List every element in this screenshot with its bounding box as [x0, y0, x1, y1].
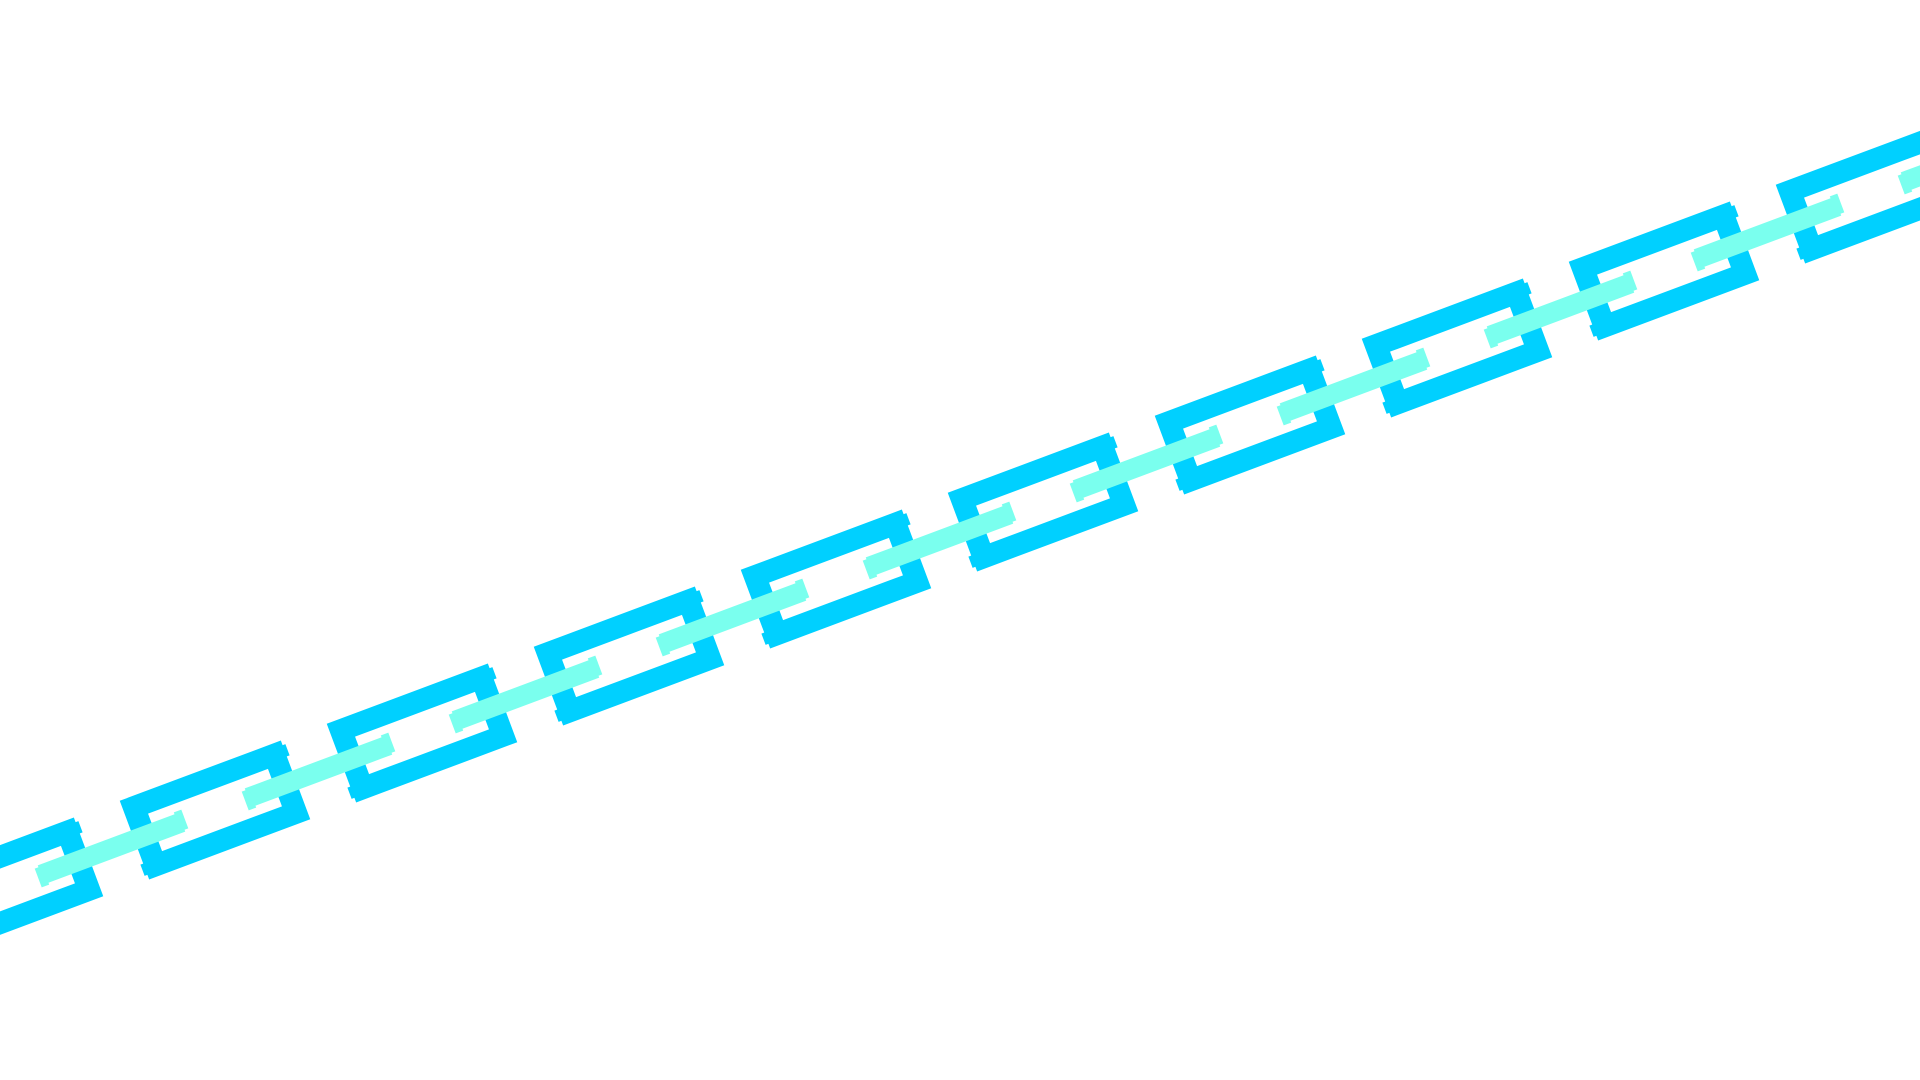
- chain-connector: [448, 655, 603, 734]
- chain-link-notch: [1725, 205, 1739, 220]
- chain-connector-cap: [1690, 249, 1706, 272]
- chain-connector: [1690, 193, 1845, 272]
- chain-connector-cap: [1415, 347, 1431, 370]
- chain-connector-cap: [655, 634, 671, 657]
- chain-connector: [1069, 424, 1224, 503]
- chain-connector-bar: [865, 504, 1014, 577]
- chain-connector-cap: [1897, 172, 1913, 195]
- chain-connector-cap: [241, 788, 257, 811]
- chain-link-notch: [1382, 399, 1396, 414]
- chain-link-notch: [140, 861, 154, 876]
- chain-connector-bar: [244, 735, 393, 808]
- chain-link-notch: [347, 784, 361, 799]
- chain-connector-cap: [587, 655, 603, 678]
- chain-link-notch: [483, 667, 497, 682]
- chain-connector: [862, 501, 1017, 580]
- chain-connector-cap: [1001, 501, 1017, 524]
- chain-link-notch: [1311, 359, 1325, 374]
- chain-link-notch: [1104, 436, 1118, 451]
- chain-connector: [1897, 119, 1920, 195]
- chain-connector-cap: [1622, 270, 1638, 293]
- chain-connector-cap: [862, 557, 878, 580]
- chain-connector-cap: [173, 809, 189, 832]
- chain-connector-cap: [1069, 480, 1085, 503]
- chain-link-notch: [690, 590, 704, 605]
- chain-connector-bar: [658, 581, 807, 654]
- chain-connector-cap: [1276, 403, 1292, 426]
- chain-connectors: [34, 119, 1920, 888]
- chain-link-notch: [276, 744, 290, 759]
- chain-link-notch: [897, 513, 911, 528]
- chain-link-notch: [761, 630, 775, 645]
- chain-connector-bar: [1693, 196, 1842, 269]
- chain-connector-cap: [1483, 326, 1499, 349]
- chain-connector: [241, 732, 396, 811]
- chain-connector-cap: [1829, 193, 1845, 216]
- chain-connector-bar: [37, 812, 186, 885]
- chain-link-notch: [554, 707, 568, 722]
- chain-connector-bar: [451, 658, 600, 731]
- chain-link-notch: [1589, 322, 1603, 337]
- chain-connector: [34, 809, 189, 888]
- chain-connector-bar: [1279, 350, 1428, 423]
- chain-link-notch: [968, 553, 982, 568]
- chain-connector-bar: [1072, 427, 1221, 500]
- chain-connector-cap: [380, 732, 396, 755]
- chain-connector: [655, 578, 810, 657]
- chain-connector-cap: [1208, 424, 1224, 447]
- chain-connector: [1276, 347, 1431, 426]
- chain-connector-cap: [34, 865, 50, 888]
- chain-connector: [1483, 270, 1638, 349]
- chain-link-notch: [69, 821, 83, 836]
- chain-link-notch: [1796, 245, 1810, 260]
- chain-link-notch: [1175, 476, 1189, 491]
- chain-connector-cap: [448, 711, 464, 734]
- chain-link-notch: [1518, 282, 1532, 297]
- chain-connector-cap: [794, 578, 810, 601]
- chain-connector-bar: [1486, 273, 1635, 346]
